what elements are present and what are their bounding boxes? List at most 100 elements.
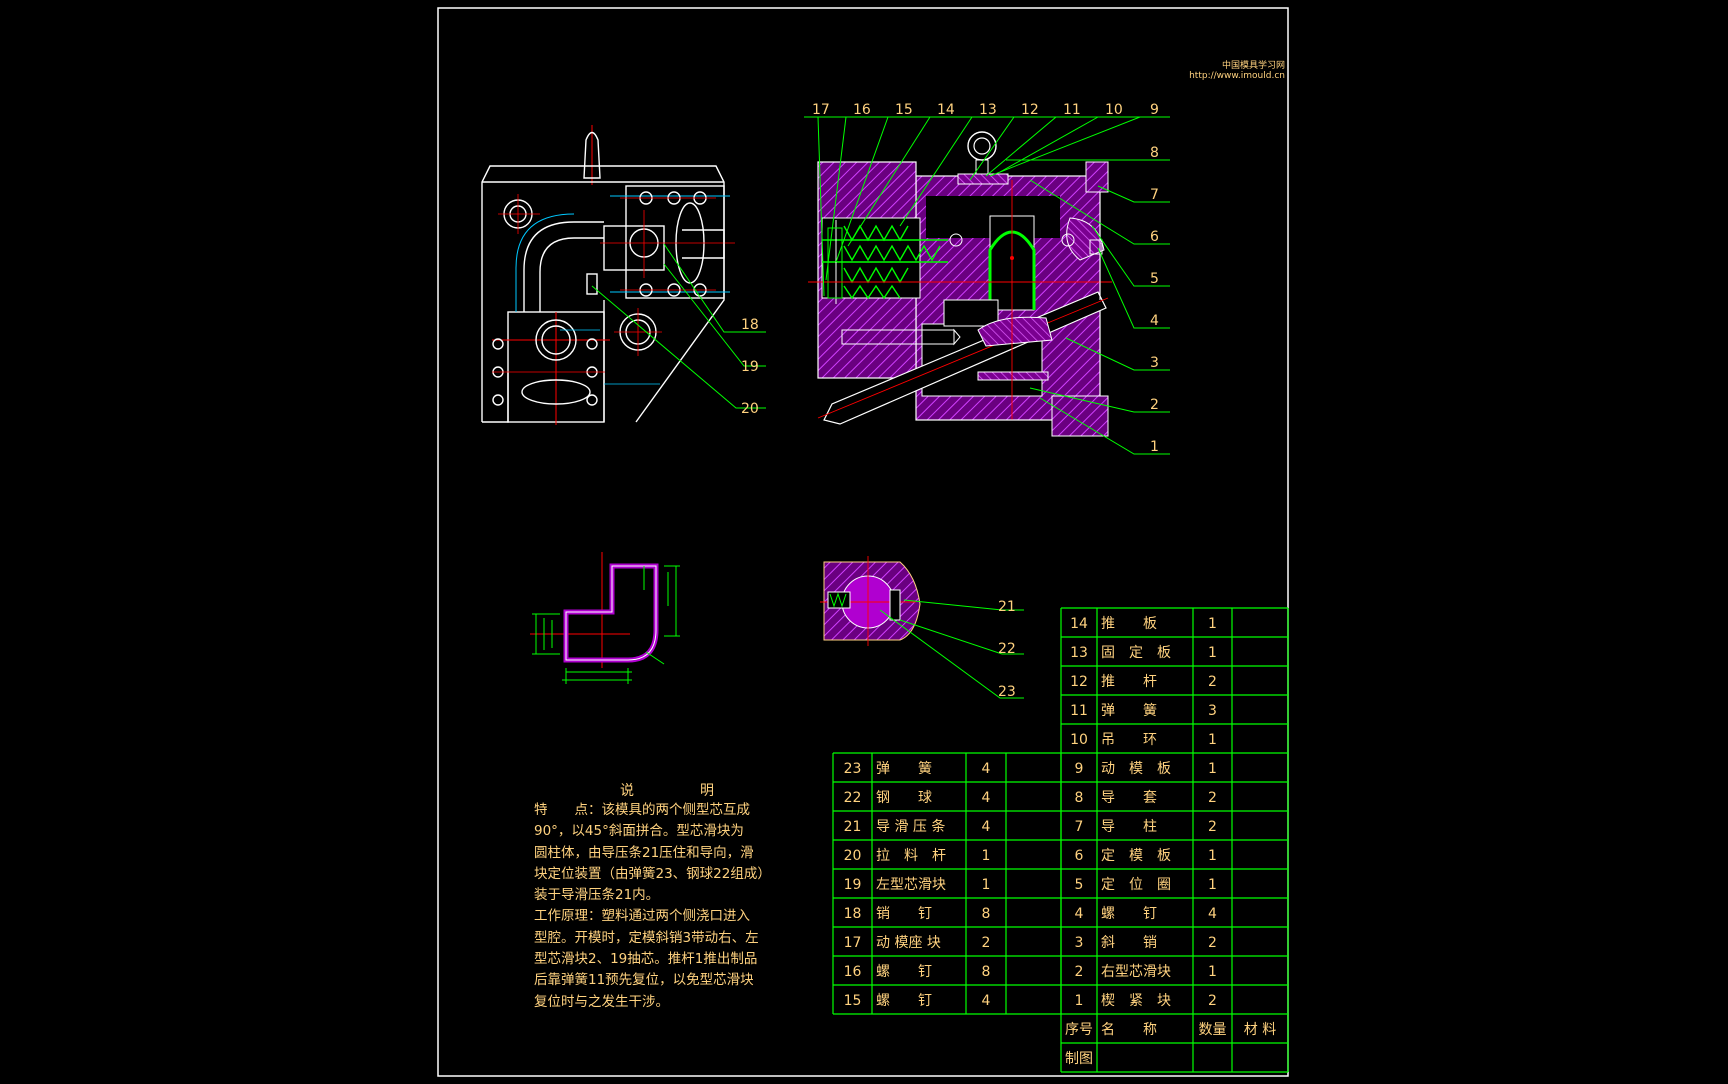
notes-line: 特 点：该模具的两个侧型芯互成 bbox=[534, 802, 750, 818]
plan-leaders bbox=[591, 243, 766, 409]
leader-3: 3 bbox=[1150, 355, 1159, 371]
leader-4: 4 bbox=[1150, 313, 1159, 329]
bom-row-name: 导 滑 压 条 bbox=[876, 818, 945, 835]
bom-row-name: 推 杆 bbox=[1101, 674, 1157, 690]
leader-15: 15 bbox=[895, 102, 913, 118]
bom-row-no: 5 bbox=[1075, 877, 1084, 893]
bom-row-no: 11 bbox=[1070, 703, 1088, 719]
bom-row-no: 16 bbox=[844, 964, 862, 980]
bom-row-name: 螺 钉 bbox=[876, 964, 932, 980]
bom-row-no: 18 bbox=[844, 906, 862, 922]
bom-row-no: 10 bbox=[1070, 732, 1088, 748]
bom-header-no: 序号 bbox=[1065, 1022, 1093, 1038]
bom-row-no: 22 bbox=[844, 790, 862, 806]
bom-row-no: 13 bbox=[1070, 645, 1088, 661]
leader-9: 9 bbox=[1150, 102, 1159, 118]
notes-line: 工作原理：塑料通过两个侧浇口进入 bbox=[534, 908, 750, 925]
bom-row-name: 楔 紧 块 bbox=[1101, 993, 1171, 1009]
bom-row-no: 6 bbox=[1075, 848, 1084, 864]
spring-assembly bbox=[822, 224, 948, 300]
bom-row-qty: 4 bbox=[982, 819, 991, 835]
plan-view bbox=[481, 125, 735, 425]
leader-12: 12 bbox=[1021, 102, 1039, 118]
leader-18: 18 bbox=[741, 317, 759, 333]
bom-row-qty: 2 bbox=[1208, 993, 1217, 1009]
leader-6: 6 bbox=[1150, 229, 1159, 245]
notes-line: 块定位装置（由弹簧23、钢球22组成） bbox=[534, 865, 771, 882]
bom-row-qty: 1 bbox=[1208, 761, 1217, 777]
notes-line: 后靠弹簧11预先复位，以免型芯滑块 bbox=[534, 972, 754, 989]
bom-row-no: 21 bbox=[844, 819, 862, 835]
notes-title: 说 明 bbox=[620, 783, 740, 799]
bom-row-name: 弹 簧 bbox=[1101, 703, 1157, 719]
detail-leader-labels: 21 22 23 bbox=[998, 599, 1016, 700]
bom-row-no: 8 bbox=[1075, 790, 1084, 806]
bom-row-name: 吊 环 bbox=[1101, 732, 1157, 748]
bom-row-qty: 1 bbox=[1208, 616, 1217, 632]
bom-row-qty: 2 bbox=[1208, 819, 1217, 835]
bom-row-no: 7 bbox=[1075, 819, 1084, 835]
section-leaders bbox=[804, 116, 1170, 455]
bom-row-no: 2 bbox=[1075, 964, 1084, 980]
bom-row-qty: 1 bbox=[982, 848, 991, 864]
leader-22: 22 bbox=[998, 641, 1016, 657]
bom-row-name: 左型芯滑块 bbox=[876, 876, 946, 893]
bom-row-qty: 8 bbox=[982, 906, 991, 922]
bom-row-no: 1 bbox=[1075, 993, 1084, 1009]
leader-19: 19 bbox=[741, 359, 759, 375]
notes-line: 90°，以45°斜面拼合。型芯滑块为 bbox=[534, 823, 744, 840]
bom-row-no: 17 bbox=[844, 935, 862, 951]
bom-row-qty: 2 bbox=[1208, 790, 1217, 806]
bom-row-qty: 3 bbox=[1208, 703, 1217, 719]
bom-row-qty: 1 bbox=[1208, 732, 1217, 748]
leader-21: 21 bbox=[998, 599, 1016, 615]
bom-row-qty: 1 bbox=[1208, 848, 1217, 864]
bom-row-name: 固 定 板 bbox=[1101, 645, 1171, 661]
bom-row-qty: 1 bbox=[1208, 877, 1217, 893]
leader-16: 16 bbox=[853, 102, 871, 118]
bom-row-name: 导 套 bbox=[1101, 790, 1157, 806]
part-view bbox=[530, 552, 680, 684]
bom-row-name: 定 模 板 bbox=[1101, 848, 1171, 864]
bom-row-qty: 8 bbox=[982, 964, 991, 980]
bom-row-qty: 4 bbox=[1208, 906, 1217, 922]
bom-row-qty: 1 bbox=[982, 877, 991, 893]
bom-row-qty: 2 bbox=[1208, 674, 1217, 690]
leader-8: 8 bbox=[1150, 145, 1159, 161]
bom-row-qty: 1 bbox=[1208, 645, 1217, 661]
bom-row-name: 拉 料 杆 bbox=[876, 848, 946, 864]
bom-header-material: 材 料 bbox=[1244, 1022, 1276, 1038]
bom-row-qty: 2 bbox=[1208, 935, 1217, 951]
notes-line: 装于导滑压条21内。 bbox=[534, 887, 660, 904]
footer-drawn-by: 制图 bbox=[1065, 1051, 1093, 1067]
bom-row-no: 20 bbox=[844, 848, 862, 864]
leader-14: 14 bbox=[937, 102, 955, 118]
section-leader-labels: 17 16 15 14 13 12 11 10 9 8 7 6 5 4 3 2 … bbox=[812, 102, 1159, 455]
bom-row-no: 3 bbox=[1075, 935, 1084, 951]
watermark-line1: 中国模具学习网 bbox=[1221, 61, 1285, 71]
bom-row-no: 9 bbox=[1075, 761, 1084, 777]
leader-11: 11 bbox=[1063, 102, 1081, 118]
leader-5: 5 bbox=[1150, 271, 1159, 287]
watermark: 中国模具学习网 http://www.imould.cn bbox=[1189, 58, 1285, 81]
watermark-url: http://www.imould.cn bbox=[1189, 71, 1285, 81]
bom-row-name: 动 模 板 bbox=[1101, 761, 1171, 777]
bom-row-qty: 4 bbox=[982, 761, 991, 777]
bom-row-name: 斜 销 bbox=[1101, 935, 1157, 951]
section-view bbox=[808, 131, 1112, 437]
bom-row-name: 右型芯滑块 bbox=[1101, 963, 1171, 980]
bom-row-qty: 2 bbox=[982, 935, 991, 951]
bom-row-name: 导 柱 bbox=[1101, 819, 1157, 835]
leader-17: 17 bbox=[812, 102, 830, 118]
detail-leaders bbox=[879, 599, 1024, 699]
bom-row-name: 定 位 圈 bbox=[1101, 877, 1171, 893]
bom-row-name: 钢 球 bbox=[876, 790, 932, 806]
bom-row-name: 动 模座 块 bbox=[876, 935, 941, 951]
bom-row-name: 螺 钉 bbox=[876, 993, 932, 1009]
bom-row-no: 15 bbox=[844, 993, 862, 1009]
notes-line: 型腔。开模时，定模斜销3带动右、左 bbox=[534, 929, 759, 946]
plan-leader-labels: 18 19 20 bbox=[741, 317, 759, 417]
